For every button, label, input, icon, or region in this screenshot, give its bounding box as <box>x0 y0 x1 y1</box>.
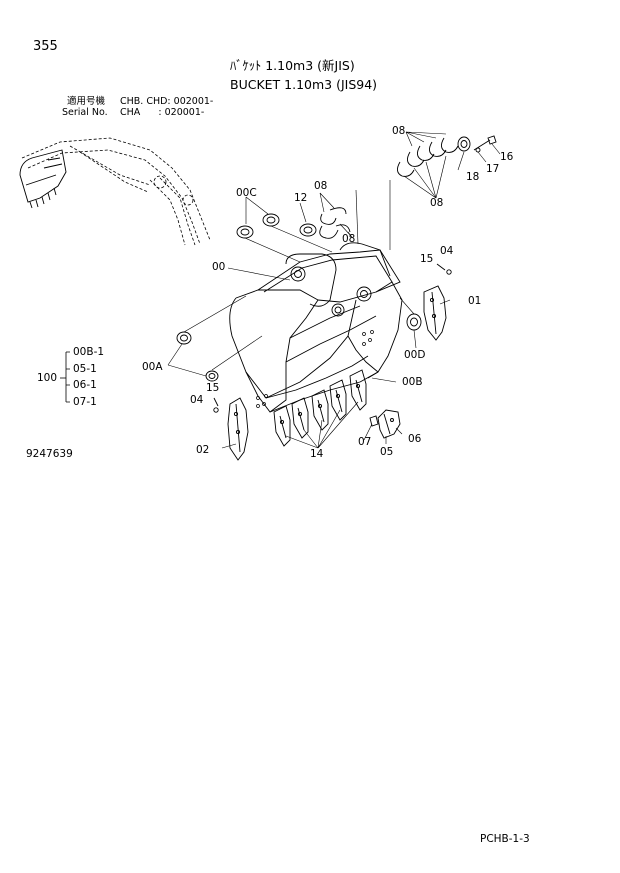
callout-06: 06 <box>408 433 422 445</box>
footer-code: PCHB-1-3 <box>480 833 530 845</box>
callout-08-lower: 08 <box>430 197 444 209</box>
applicable-value: CHB. CHD: 002001- <box>120 96 214 107</box>
applicable-label: 適用号機 <box>67 96 106 107</box>
kit-item: 06-1 <box>73 379 97 391</box>
bucket-thumbnail <box>19 149 67 209</box>
bolt-and-nut <box>473 135 497 153</box>
side-cutter-right <box>423 285 447 341</box>
title-english: BUCKET 1.10m3 (JIS94) <box>230 77 378 92</box>
callout-15-left: 15 <box>206 382 220 394</box>
serial-label: Serial No. <box>62 107 108 118</box>
bucket-body <box>229 242 403 413</box>
callout-00C: 00C <box>236 187 257 199</box>
callout-12: 12 <box>294 192 308 204</box>
callout-15-right: 15 <box>420 253 434 265</box>
excavator-arm-thumbnail <box>21 137 211 246</box>
callout-18: 18 <box>466 171 480 183</box>
callout-08-top: 08 <box>392 125 406 137</box>
kit-number: 100 <box>37 372 58 384</box>
kit-item: 07-1 <box>73 396 97 408</box>
callout-04-left: 04 <box>190 394 204 406</box>
side-cutter-left <box>227 397 249 461</box>
callout-00B: 00B <box>402 376 423 388</box>
callout-07: 07 <box>358 436 372 448</box>
callout-08-ring: 08 <box>314 180 328 192</box>
page-number: 355 <box>33 39 58 54</box>
bushings <box>176 136 471 382</box>
callout-14: 14 <box>310 448 324 460</box>
tooth-assembly <box>369 409 401 439</box>
kit-item: 00B-1 <box>73 346 105 358</box>
callout-02: 02 <box>196 444 210 456</box>
callout-00A: 00A <box>142 361 163 373</box>
callout-17: 17 <box>486 163 500 175</box>
callout-04-right: 04 <box>440 245 454 257</box>
leader-lines <box>167 131 501 449</box>
figure-id: 9247639 <box>26 448 73 460</box>
callout-01: 01 <box>468 295 482 307</box>
serial-value: CHA : 020001- <box>120 107 205 118</box>
callout-16: 16 <box>500 151 514 163</box>
o-rings <box>319 137 459 239</box>
kit-bracket <box>60 351 70 403</box>
callout-00: 00 <box>212 261 226 273</box>
callout-08-mid: 08 <box>342 233 356 245</box>
bucket-teeth <box>273 369 367 447</box>
title-japanese: ﾊﾞｹｯﾄ 1.10m3 (新JIS) <box>230 58 355 73</box>
kit-item: 05-1 <box>73 363 97 375</box>
callout-00D: 00D <box>404 349 426 361</box>
small-bolts <box>213 263 452 413</box>
callout-05: 05 <box>380 446 394 458</box>
